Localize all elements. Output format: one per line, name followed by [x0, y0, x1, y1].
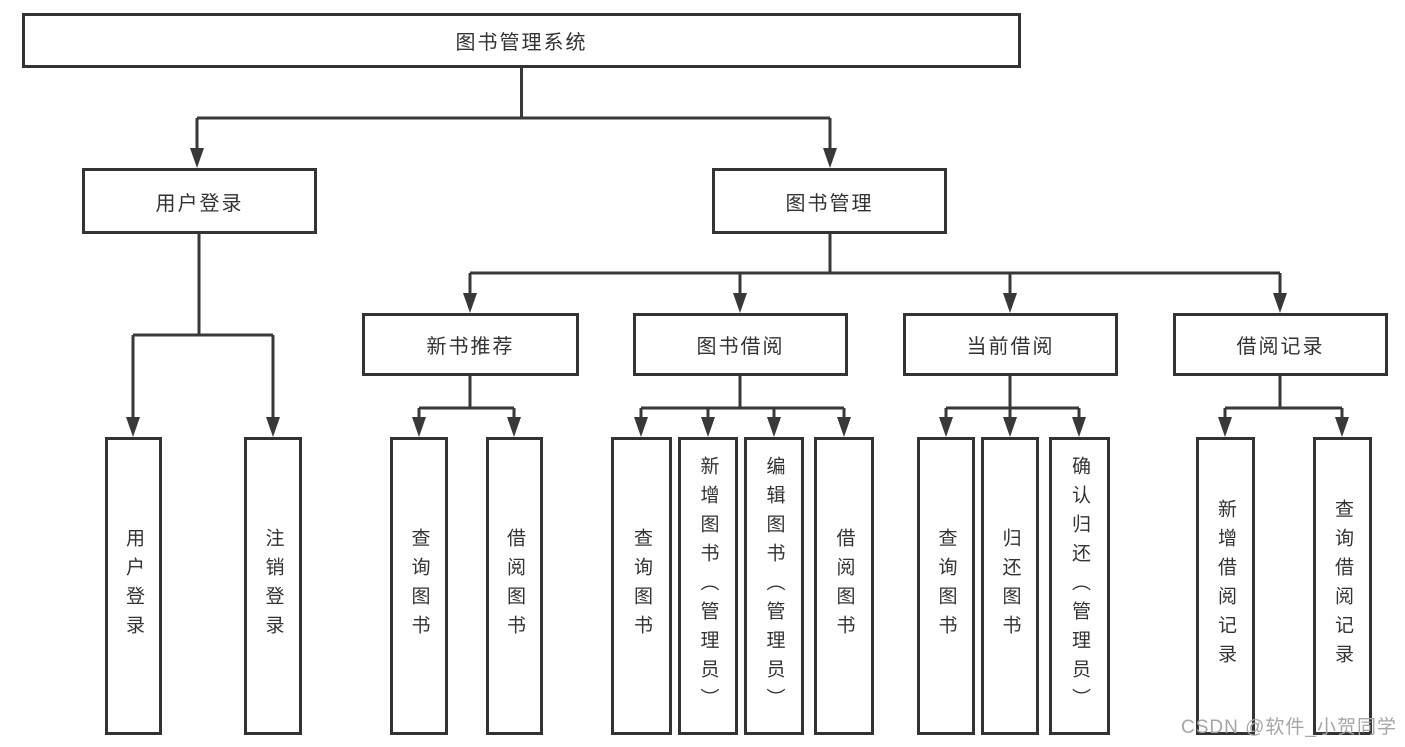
arrowhead-icons	[126, 148, 1349, 437]
node-book-management: 图书管理	[712, 168, 947, 234]
leaf-borrow-add-books-admin: 新增图书（管理员）	[678, 437, 738, 735]
leaf-borrow-edit-books-admin: 编辑图书（管理员）	[744, 437, 804, 735]
node-current-borrow: 当前借阅	[903, 313, 1118, 376]
node-root-system: 图书管理系统	[22, 13, 1021, 68]
leaf-current-confirm-return-admin: 确认归还（管理员）	[1049, 437, 1110, 735]
leaf-logout: 注销登录	[244, 437, 302, 735]
csdn-watermark: CSDN @软件_小贺同学	[1181, 717, 1397, 738]
leaf-recommend-borrow-books: 借阅图书	[486, 437, 543, 735]
leaf-current-return-books: 归还图书	[981, 437, 1039, 735]
leaf-borrow-borrow-books: 借阅图书	[814, 437, 874, 735]
node-borrow-records: 借阅记录	[1173, 313, 1388, 376]
node-book-borrow: 图书借阅	[633, 313, 848, 376]
leaf-borrow-query-books: 查询图书	[611, 437, 672, 735]
leaf-records-add-borrow-record: 新增借阅记录	[1196, 437, 1255, 735]
node-new-book-recommend: 新书推荐	[362, 313, 579, 376]
node-user-login: 用户登录	[82, 168, 317, 234]
leaf-user-login: 用户登录	[105, 437, 162, 735]
leaf-recommend-query-books: 查询图书	[390, 437, 448, 735]
leaf-current-query-books: 查询图书	[917, 437, 975, 735]
leaf-records-query-borrow-record: 查询借阅记录	[1313, 437, 1372, 735]
